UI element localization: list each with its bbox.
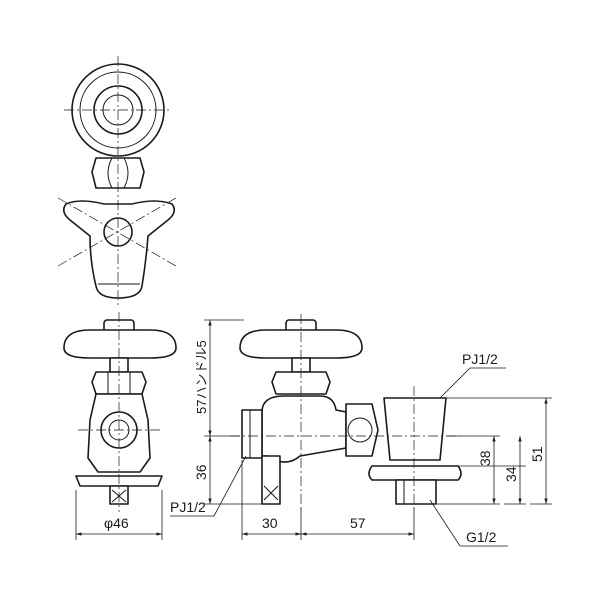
label-34: 34 — [503, 466, 519, 482]
callouts: PJ1/2 PJ1/2 G1/2 — [170, 351, 508, 547]
top-hex-facets — [107, 157, 129, 189]
label-57-handle: 57ハンドル5 — [194, 340, 209, 414]
callout-pj-bottom-leader — [170, 455, 247, 517]
side-bottom-inlet — [261, 455, 281, 505]
label-57-bottom: 57 — [350, 515, 366, 531]
side-union-nut-face — [347, 417, 373, 443]
side-view — [230, 314, 462, 512]
label-diameter: φ46 — [104, 515, 129, 531]
label-pj-bottom: PJ1/2 — [170, 499, 206, 515]
callout-pj-top-leader — [439, 367, 506, 399]
side-union-nut — [345, 403, 379, 457]
top-handle — [62, 200, 176, 299]
side-outlet-cup — [383, 397, 447, 461]
front-view — [63, 312, 177, 512]
label-36: 36 — [193, 464, 209, 480]
label-pj-top: PJ1/2 — [462, 351, 498, 367]
label-30: 30 — [262, 515, 278, 531]
label-g-thread: G1/2 — [466, 529, 497, 545]
front-handle — [63, 329, 177, 359]
label-51: 51 — [529, 446, 545, 462]
top-centerline-diag2 — [57, 197, 177, 267]
side-base-flange — [368, 465, 462, 481]
side-handle — [239, 329, 363, 359]
side-g-thread-stub — [395, 479, 437, 505]
callout-g-leader — [429, 499, 508, 547]
label-38: 38 — [477, 450, 493, 466]
top-view — [57, 56, 177, 306]
dimensions: φ46 57ハンドル5 36 30 57 38 34 51 — [75, 319, 552, 540]
side-left-thread — [241, 409, 263, 459]
side-body — [261, 395, 347, 463]
side-bottom-hatch — [263, 485, 279, 501]
